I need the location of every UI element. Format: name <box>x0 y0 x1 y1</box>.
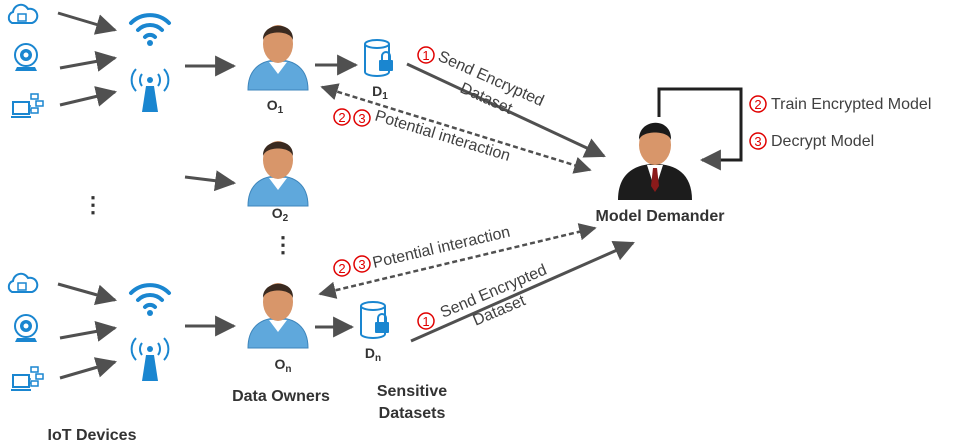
arrow <box>57 11 118 35</box>
step-3-number: 3 <box>754 134 761 149</box>
dataset-1-label: D1 <box>372 83 388 102</box>
webcam-icon <box>14 43 38 72</box>
arrow <box>59 86 118 107</box>
owner-n-label: On <box>275 356 292 375</box>
iot-ellipsis: ⋮ <box>82 192 104 217</box>
user-icon <box>247 140 309 207</box>
train-annotation: Train Encrypted Model <box>771 96 931 113</box>
owner-1-label: O1 <box>267 97 284 116</box>
business-user-icon <box>618 122 692 200</box>
wifi-icon <box>129 283 171 318</box>
cloud-chip-icon <box>7 3 39 24</box>
step-3-number: 3 <box>358 111 365 126</box>
encrypted-database-icon <box>360 301 390 339</box>
step-1-badge <box>417 312 435 330</box>
step-2-badge <box>333 108 351 126</box>
cloud-chip-icon <box>7 272 39 293</box>
arrow <box>59 321 118 342</box>
arrow <box>59 357 118 380</box>
wifi-icon <box>129 13 171 48</box>
owner-2-label: O2 <box>272 205 289 224</box>
radio-tower-icon <box>130 68 170 113</box>
step-1-number: 1 <box>422 48 429 63</box>
step-1-badge <box>417 46 435 64</box>
encrypted-database-icon <box>364 39 394 77</box>
step-3-badge <box>749 132 767 150</box>
arrow <box>184 170 237 192</box>
interaction-top-text: Potential interaction <box>373 108 512 165</box>
interaction-arrow-top <box>320 83 592 174</box>
step-2-badge <box>749 95 767 113</box>
self-loop-arrow <box>657 87 743 171</box>
arrow <box>57 282 118 306</box>
sensitive-label-line2: Datasets <box>379 405 446 422</box>
interaction-arrow-bottom <box>318 223 597 299</box>
step-2-number: 2 <box>338 261 345 276</box>
step-1-number: 1 <box>422 314 429 329</box>
step-2-number: 2 <box>338 110 345 125</box>
step-2-badge <box>333 259 351 277</box>
webcam-icon <box>14 314 38 343</box>
model-demander-label: Model Demander <box>596 208 725 225</box>
owner-ellipsis: ⋮ <box>272 232 294 257</box>
step-3-number: 3 <box>358 257 365 272</box>
sensitive-label-line1: Sensitive <box>377 383 447 400</box>
iot-devices-label: IoT Devices <box>48 427 137 444</box>
arrow <box>59 51 118 72</box>
step-2-number: 2 <box>754 97 761 112</box>
step-3-badge <box>353 109 371 127</box>
dataset-n-label: Dn <box>365 345 381 364</box>
user-icon <box>247 282 309 349</box>
user-icon <box>247 24 309 91</box>
network-computer-icon <box>10 366 44 391</box>
decrypt-annotation: Decrypt Model <box>771 133 874 150</box>
data-owners-label: Data Owners <box>232 388 330 405</box>
step-3-badge <box>353 255 371 273</box>
network-computer-icon <box>10 93 44 118</box>
radio-tower-icon <box>130 337 170 382</box>
send-arrow-bottom <box>410 241 635 343</box>
